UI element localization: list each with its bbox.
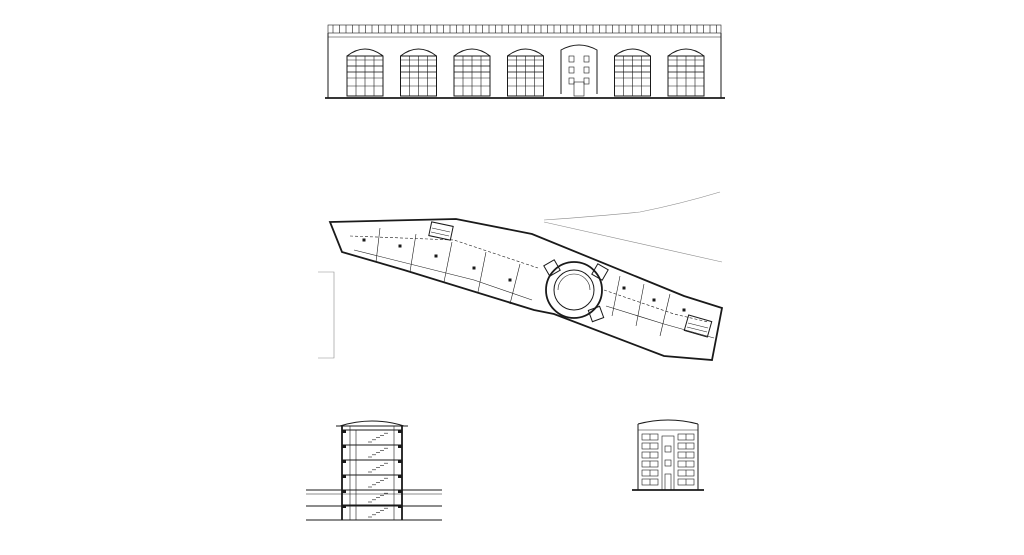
stair-core-left: [428, 221, 454, 241]
elevation-bay: [453, 48, 491, 97]
column: [398, 244, 402, 248]
partition-wall: [409, 233, 417, 273]
end-elevation: [632, 416, 704, 492]
column: [622, 286, 626, 290]
stair-run: [368, 432, 388, 443]
partition-wall: [635, 283, 645, 327]
arched-window-head: [507, 48, 544, 57]
column: [652, 298, 656, 302]
entrance-door: [573, 81, 585, 97]
arched-window-head: [400, 48, 437, 57]
elevation-bay: [507, 48, 544, 97]
partition-wall: [659, 293, 671, 337]
column: [508, 278, 512, 282]
arched-window-head: [453, 48, 491, 57]
elevation-bay: [614, 48, 651, 97]
front-elevation: [325, 22, 725, 100]
stair-run: [368, 477, 388, 488]
partition-wall: [443, 241, 453, 283]
floor-plan: [324, 210, 726, 362]
cross-section: [306, 414, 442, 526]
atrium-inner: [553, 269, 595, 311]
partition-wall: [477, 251, 487, 293]
elevation-bay: [346, 48, 384, 97]
partition-wall: [375, 227, 381, 263]
plot-boundary-bracket: [314, 270, 340, 362]
entrance-bay-outline: [560, 44, 598, 94]
partition-wall: [509, 263, 521, 305]
stair-run: [368, 447, 388, 458]
plan-rooms: [353, 227, 715, 339]
elevation-bays: [346, 44, 705, 97]
arched-window-head: [667, 48, 705, 57]
arched-window-head: [346, 48, 384, 57]
stair-core-right: [683, 314, 713, 338]
stair-run: [368, 462, 388, 473]
corridor-wall: [353, 249, 533, 301]
atrium-outer: [545, 261, 603, 319]
elevation-bay: [400, 48, 437, 97]
arched-window-head: [614, 48, 651, 57]
stair-run: [368, 507, 388, 518]
elevation-bay: [560, 44, 598, 97]
parapet-ticks: [332, 25, 717, 33]
column: [472, 266, 476, 270]
stair-run: [368, 492, 388, 503]
end-elevation-windows: [641, 433, 695, 486]
column: [434, 254, 438, 258]
elevation-bay: [667, 48, 705, 97]
site-boundary-lines: [540, 186, 730, 266]
partition-wall: [611, 275, 621, 317]
column: [362, 238, 366, 242]
corridor-wall: [605, 305, 715, 339]
column: [682, 308, 686, 312]
